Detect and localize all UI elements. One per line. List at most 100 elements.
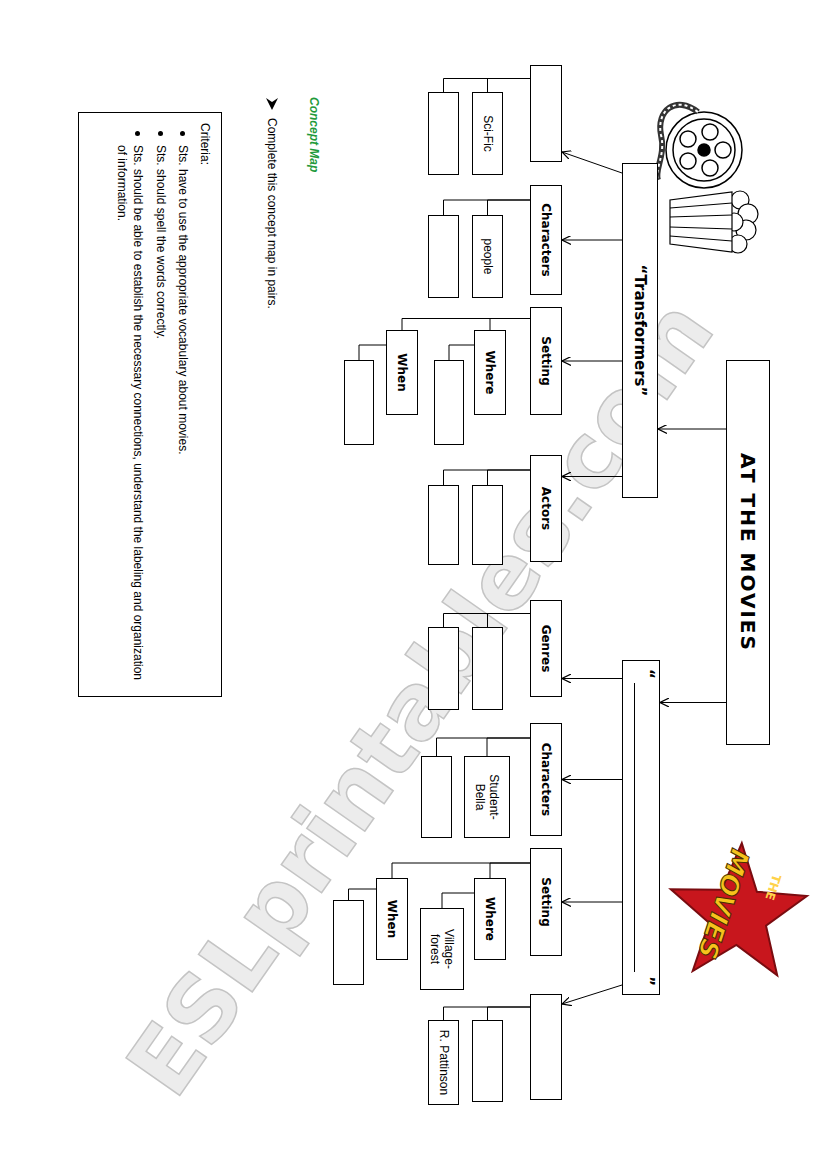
category-label: Characters — [539, 743, 553, 817]
criteria-text: Sts. should be able to establish the nec… — [115, 145, 145, 680]
reel-hub — [698, 144, 710, 156]
tree-connector — [488, 470, 531, 485]
tree-connector — [437, 738, 531, 756]
arrow — [562, 985, 622, 1004]
tree-connector — [488, 200, 531, 215]
blank-line — [634, 683, 657, 972]
tree-connector — [449, 345, 474, 360]
reel-inner — [673, 119, 735, 181]
category-label: Where — [483, 351, 497, 395]
film-strip — [657, 105, 698, 180]
instruction: Complete this concept map in pairs. — [265, 118, 279, 309]
tree-connector — [402, 319, 530, 331]
reel-hole — [702, 160, 718, 176]
criteria-heading: Criteria: — [197, 123, 213, 686]
answer-box — [421, 756, 452, 838]
title-box: AT THE MOVIES — [726, 360, 770, 745]
category-box — [530, 65, 562, 162]
reel-hole — [702, 124, 718, 140]
answer-box — [472, 627, 503, 710]
category-label: Actors — [539, 487, 553, 530]
category-label: Genres — [539, 625, 553, 673]
reel-hole — [715, 142, 731, 158]
tree-connector — [442, 893, 474, 908]
popcorn-bucket — [670, 192, 732, 252]
answer-box: Student- Bella — [464, 756, 510, 838]
category-box: Where — [474, 330, 506, 415]
tree-connector — [444, 79, 531, 93]
answer-box: R. Pattinson — [428, 1020, 459, 1105]
answer-box — [428, 485, 459, 565]
category-box: Characters — [530, 723, 562, 836]
box-text: R. Pattinson — [436, 1030, 450, 1095]
tree-connector — [392, 863, 530, 878]
answer-box — [428, 215, 459, 298]
category-label: Where — [483, 897, 497, 941]
criteria-box: Criteria: Sts. have to use the appropriat… — [78, 112, 222, 697]
quote-mark: ” — [639, 976, 657, 986]
tree-connector — [488, 614, 531, 628]
category-box: When — [386, 330, 418, 415]
criteria-row: Sts. should spell the words correctly. — [152, 123, 168, 686]
category-label: Setting — [539, 877, 553, 927]
film-perforation — [657, 105, 698, 180]
answer-box: people — [472, 215, 503, 298]
answer-box — [344, 360, 374, 445]
answer-box: Sci-Fic — [472, 92, 503, 175]
answer-box: Village- forest — [420, 908, 464, 990]
tree-connector — [490, 319, 530, 331]
film-reel — [657, 105, 742, 188]
category-box: Where — [474, 878, 506, 960]
answer-box — [333, 900, 364, 985]
category-label: When — [385, 900, 399, 938]
category-box: Actors — [530, 455, 562, 562]
arrow-bullet — [266, 98, 278, 110]
tree-connector — [444, 614, 531, 628]
bullet-dot — [135, 131, 140, 136]
tree-connector — [487, 738, 530, 756]
box-text: Student- Bella — [473, 761, 502, 833]
answer-box — [434, 360, 464, 445]
answer-box — [472, 1020, 503, 1102]
arrow — [562, 902, 622, 903]
criteria-row: Sts. should be able to establish the nec… — [114, 123, 146, 686]
reel-hole — [680, 153, 696, 169]
category-label: Characters — [539, 203, 553, 277]
tree-connector — [444, 470, 531, 485]
logo-star — [671, 843, 807, 975]
tree-connector — [488, 79, 531, 93]
section-heading: Concept Map — [307, 97, 321, 172]
tree-connector — [488, 1007, 531, 1020]
box-text: Sci-Fic — [480, 115, 494, 152]
quote-mark: “ — [639, 669, 657, 679]
category-label: When — [395, 353, 409, 391]
arrow — [562, 476, 622, 477]
tree-connector — [490, 863, 530, 878]
category-box: Genres — [530, 600, 562, 697]
bullet-dot — [180, 131, 185, 136]
popcorn — [670, 191, 758, 253]
box-text: Village- forest — [428, 913, 457, 985]
bucket-stripes — [670, 203, 732, 241]
category-box: Setting — [530, 307, 562, 415]
arrow — [562, 779, 622, 780]
arrow — [658, 429, 726, 430]
answer-box — [428, 92, 459, 175]
tree-connector — [444, 1007, 531, 1020]
arrow — [562, 240, 622, 241]
criteria-text: Sts. should spell the words correctly. — [154, 145, 168, 339]
criteria-row: Sts. have to use the appropriate vocabul… — [175, 123, 191, 686]
category-box: When — [376, 878, 408, 960]
answer-box — [472, 485, 503, 565]
category-label: Setting — [539, 336, 553, 386]
box-text: AT THE MOVIES — [736, 453, 760, 652]
reel-hole — [680, 131, 696, 147]
arrow — [562, 152, 622, 173]
category-box: Setting — [530, 848, 562, 956]
movie-box: “Transformers” — [622, 163, 658, 498]
box-text: “Transformers” — [631, 265, 649, 397]
box-text: people — [480, 238, 494, 274]
tree-connector — [359, 345, 386, 360]
arrow — [562, 361, 622, 362]
arrow — [562, 678, 622, 679]
